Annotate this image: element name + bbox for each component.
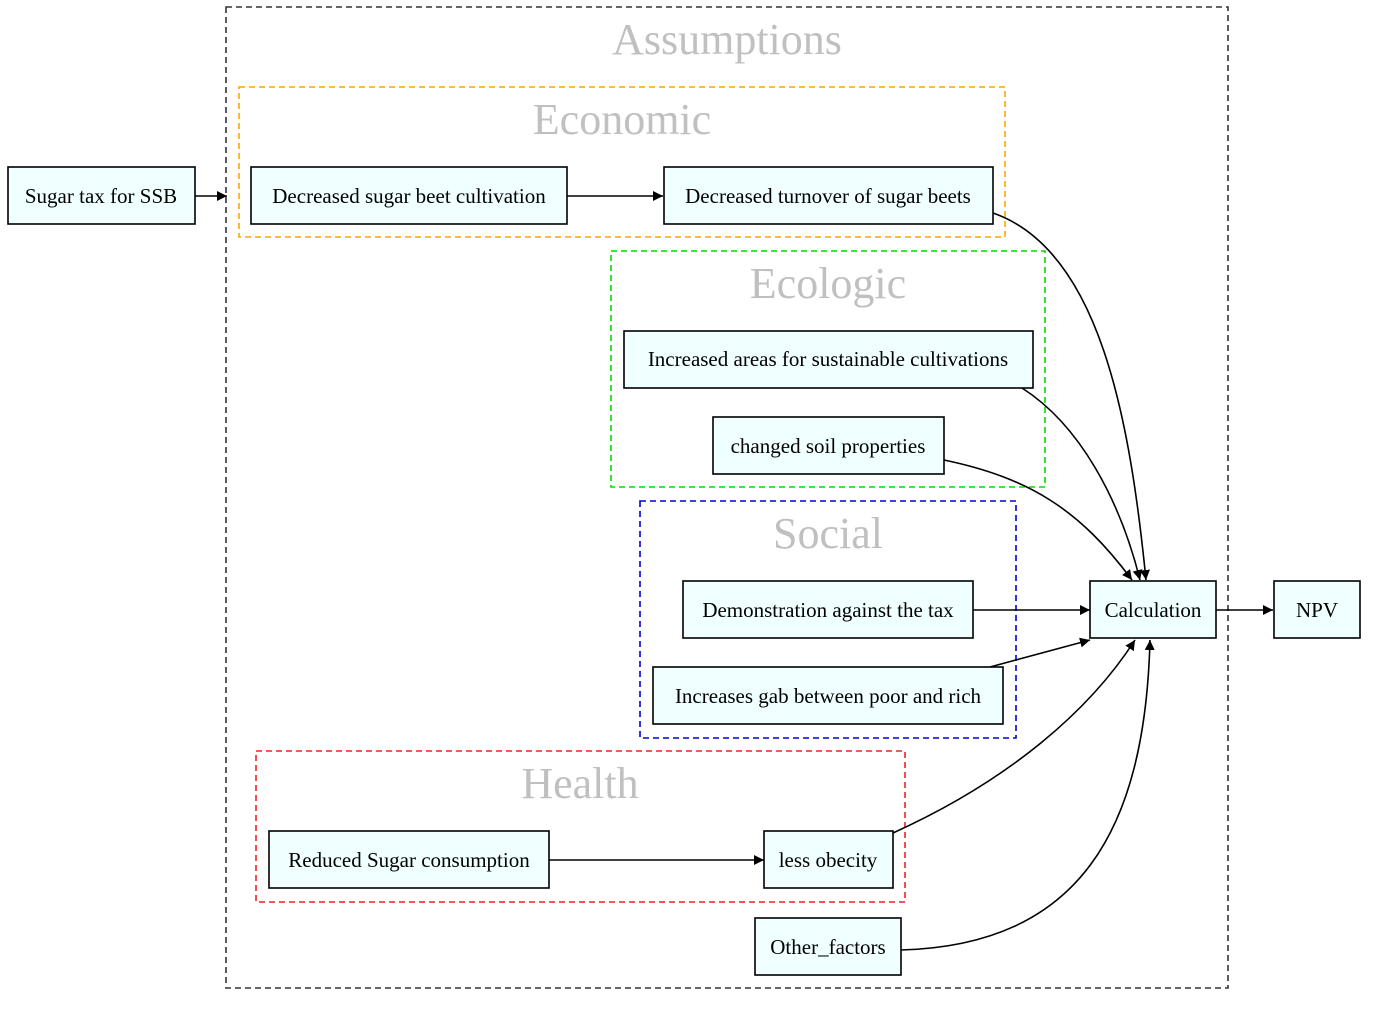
node-changed-soil: changed soil properties	[712, 416, 945, 475]
cluster-health-title: Health	[521, 759, 638, 808]
node-increases-gab: Increases gab between poor and rich	[652, 666, 1004, 725]
cluster-ecologic: Ecologic	[610, 250, 1046, 488]
node-reduced-sugar-label: Reduced Sugar consumption	[288, 848, 530, 872]
node-reduced-sugar: Reduced Sugar consumption	[268, 830, 550, 889]
cluster-social-title: Social	[773, 509, 883, 558]
cluster-ecologic-border	[610, 250, 1046, 488]
cluster-assumptions-title: Assumptions	[612, 15, 842, 64]
cluster-assumptions: Assumptions	[225, 6, 1229, 989]
node-increased-areas: Increased areas for sustainable cultivat…	[623, 330, 1034, 389]
cluster-health-border	[255, 750, 906, 903]
edge-soil-to-calculation	[943, 459, 1133, 581]
node-calculation: Calculation	[1089, 580, 1217, 639]
cluster-economic: Economic	[238, 86, 1006, 238]
node-increases-gab-label: Increases gab between poor and rich	[675, 684, 982, 708]
edge-obecity-to-calculation	[892, 639, 1136, 834]
node-calculation-label: Calculation	[1105, 598, 1202, 622]
cluster-social: Social	[639, 500, 1017, 739]
node-decreased-cultivation: Decreased sugar beet cultivation	[250, 166, 568, 225]
node-sugar-tax-label: Sugar tax for SSB	[25, 184, 177, 208]
cluster-economic-title: Economic	[533, 95, 711, 144]
cluster-health: Health	[255, 750, 906, 903]
node-decreased-turnover: Decreased turnover of sugar beets	[663, 166, 994, 225]
edge-turnover-to-calculation	[992, 212, 1150, 581]
node-decreased-turnover-label: Decreased turnover of sugar beets	[685, 184, 971, 208]
node-other-factors: Other_factors	[754, 917, 902, 976]
node-less-obecity-label: less obecity	[779, 848, 878, 872]
cluster-ecologic-title: Ecologic	[750, 259, 906, 308]
edge-gab-to-calculation	[989, 637, 1091, 668]
node-npv: NPV	[1273, 580, 1361, 639]
cluster-economic-border	[238, 86, 1006, 238]
node-less-obecity: less obecity	[763, 830, 894, 889]
cluster-social-border	[639, 500, 1017, 739]
edge-areas-to-calculation	[1021, 387, 1143, 581]
node-decreased-cultivation-label: Decreased sugar beet cultivation	[272, 184, 546, 208]
node-sugar-tax: Sugar tax for SSB	[7, 166, 196, 225]
node-demonstration: Demonstration against the tax	[682, 580, 974, 639]
node-other-factors-label: Other_factors	[770, 935, 885, 959]
node-increased-areas-label: Increased areas for sustainable cultivat…	[648, 347, 1008, 371]
edge-other-to-calculation	[900, 639, 1155, 951]
edges	[195, 191, 1273, 951]
node-changed-soil-label: changed soil properties	[731, 434, 926, 458]
node-npv-label: NPV	[1296, 598, 1338, 622]
node-demonstration-label: Demonstration against the tax	[702, 598, 954, 622]
cluster-assumptions-border	[225, 6, 1229, 989]
